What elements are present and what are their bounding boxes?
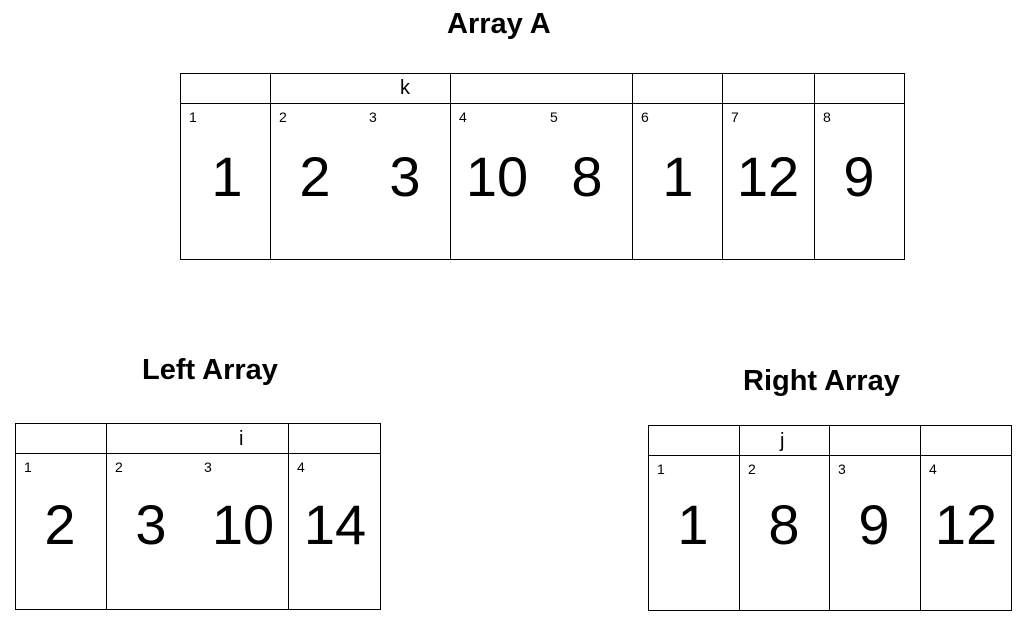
array-a-title: Array A	[447, 8, 551, 40]
array-a-value: 3	[389, 145, 421, 208]
left-array-index: 2	[115, 459, 123, 475]
left-array-index: 3	[204, 459, 212, 475]
array-a-index: 3	[369, 109, 377, 125]
array-a-value: 1	[662, 145, 694, 208]
left-array-index: 4	[297, 459, 305, 475]
array-a-divider-4	[722, 73, 723, 260]
array-a-index: 6	[641, 109, 649, 125]
right-array-index: 1	[657, 461, 665, 477]
right-array-value: 1	[677, 493, 709, 556]
array-a-divider-3	[632, 73, 633, 260]
left-array-divider-2	[288, 423, 289, 610]
right-array-value: 12	[934, 493, 998, 556]
left-array-value: 2	[44, 493, 76, 556]
right-array-frame	[648, 425, 1012, 611]
left-array-value: 14	[303, 493, 367, 556]
right-array-header-divider	[648, 455, 1012, 456]
left-array-frame	[15, 423, 381, 610]
array-a-value: 1	[211, 145, 243, 208]
array-a-index: 5	[550, 109, 558, 125]
right-array-title: Right Array	[743, 365, 900, 397]
array-a-value: 12	[736, 145, 800, 208]
right-array-index: 3	[838, 461, 846, 477]
array-a-pointer-k: k	[400, 77, 410, 99]
array-a-frame	[180, 73, 905, 260]
array-a-value: 9	[843, 145, 875, 208]
left-array-title: Left Array	[142, 354, 278, 386]
right-array-divider-1	[739, 425, 740, 611]
left-array-divider-1	[106, 423, 107, 610]
right-array-pointer-j: j	[780, 430, 785, 452]
right-array-value: 9	[858, 493, 890, 556]
left-array-value: 10	[211, 493, 275, 556]
array-a-divider-2	[450, 73, 451, 260]
left-array-index: 1	[24, 459, 32, 475]
array-a-divider-5	[814, 73, 815, 260]
array-a-index: 2	[279, 109, 287, 125]
right-array-divider-3	[920, 425, 921, 611]
left-array-header-divider	[15, 453, 381, 454]
array-a-index: 4	[459, 109, 467, 125]
array-a-value: 8	[571, 145, 603, 208]
left-array-pointer-i: i	[239, 428, 244, 450]
array-a-divider-1	[270, 73, 271, 260]
right-array-index: 2	[748, 461, 756, 477]
right-array-index: 4	[929, 461, 937, 477]
left-array-value: 3	[135, 493, 167, 556]
array-a-index: 7	[731, 109, 739, 125]
array-a-value: 2	[299, 145, 331, 208]
array-a-value: 10	[465, 145, 529, 208]
right-array-value: 8	[768, 493, 800, 556]
array-a-index: 1	[189, 109, 197, 125]
right-array-divider-2	[829, 425, 830, 611]
array-a-header-divider	[180, 103, 905, 104]
array-a-index: 8	[823, 109, 831, 125]
